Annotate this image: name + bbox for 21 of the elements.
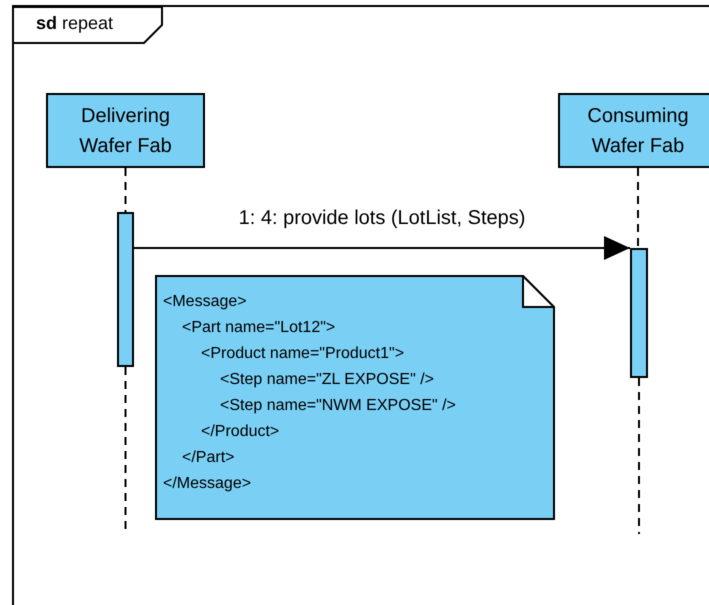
lifeline [637, 168, 639, 248]
participant-name: Consuming Wafer Fab [586, 104, 690, 158]
lifeline [124, 168, 126, 212]
lifeline [638, 378, 640, 534]
sequence-frame [12, 5, 709, 605]
xml-line: </Product> [200, 422, 280, 442]
participant-name: Delivering Wafer Fab [78, 104, 173, 158]
message-arrow [134, 236, 630, 260]
xml-line: </Part> [181, 448, 236, 468]
xml-line: <Product name="Product1"> [200, 344, 406, 364]
frame-title: sd repeat [36, 12, 114, 35]
lifeline-head [46, 93, 205, 168]
xml-line: <Message> [163, 292, 248, 312]
note [155, 275, 555, 520]
xml-line: </Message> [163, 474, 252, 494]
xml-line: <Part name="Lot12"> [181, 318, 336, 338]
lifeline-head [558, 93, 709, 168]
xml-line: <Step name="NWM EXPOSE" /> [219, 396, 456, 416]
activation-bar [117, 212, 134, 367]
xml-line: <Step name="ZL EXPOSE" /> [219, 370, 435, 390]
activation-bar [630, 248, 648, 378]
